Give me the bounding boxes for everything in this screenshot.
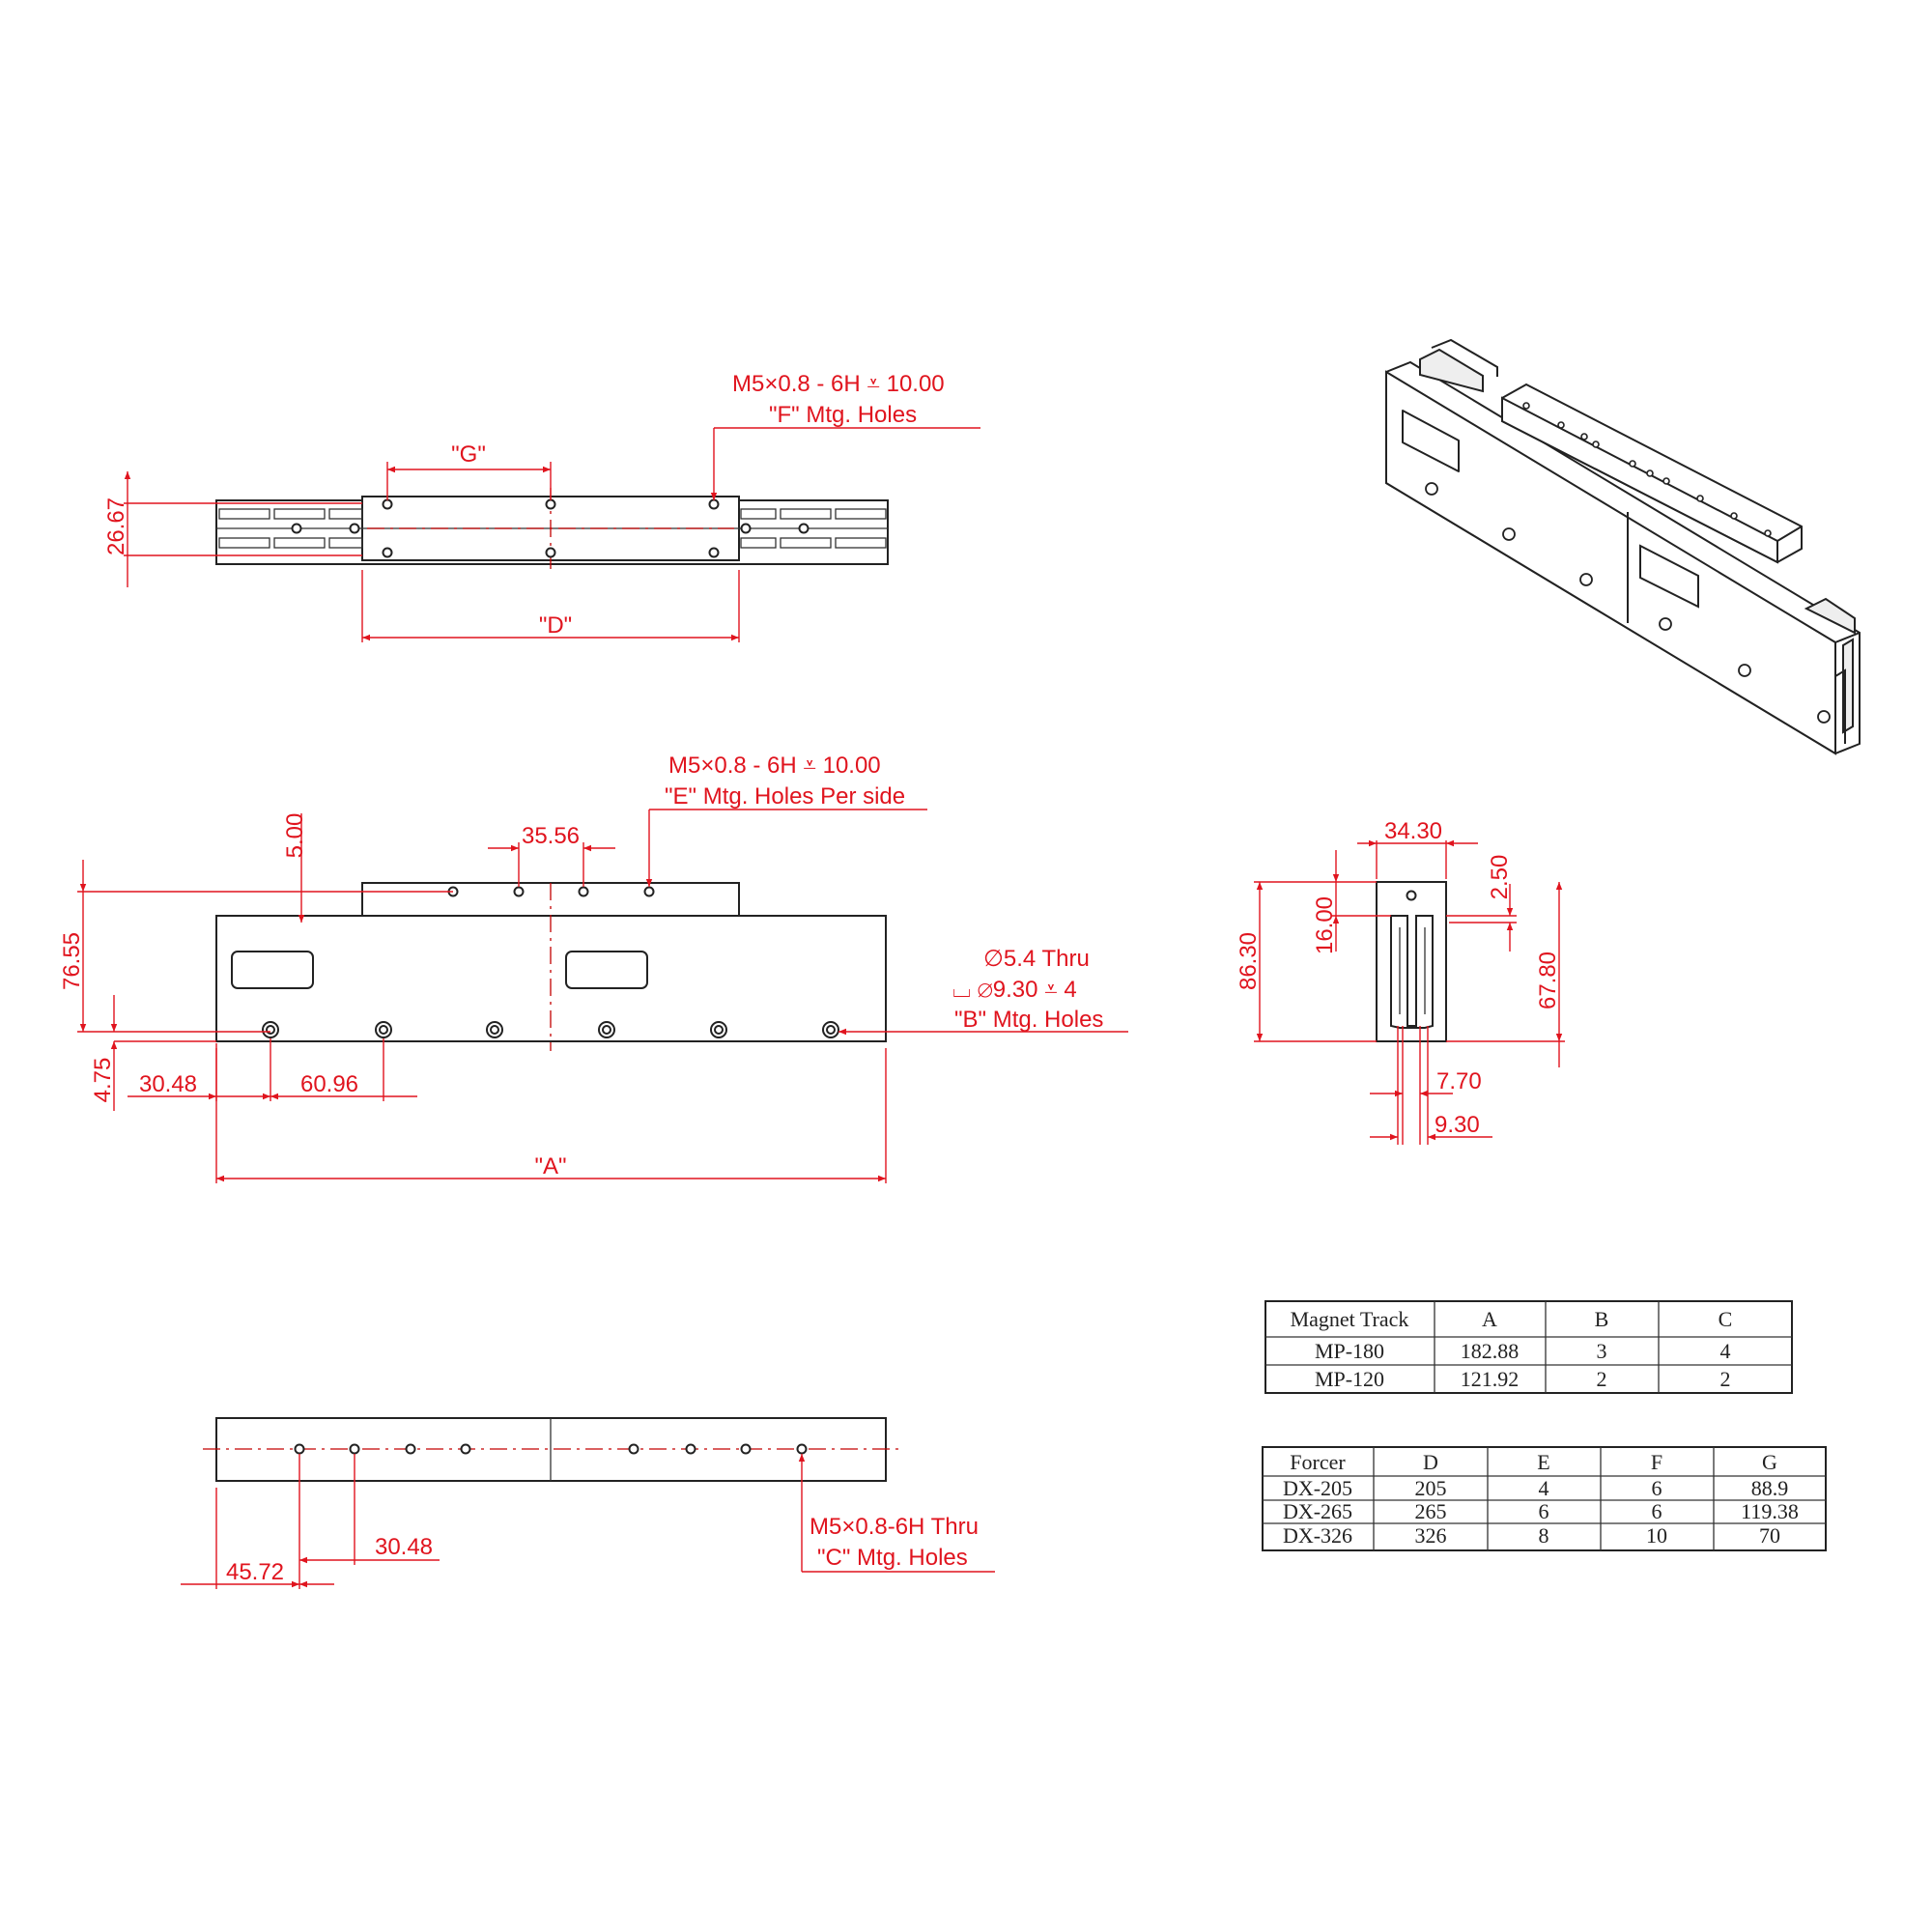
side-view: 5.00 35.56 76.55 4.75 30.48 60.96 "A" <box>59 753 1128 1183</box>
dim-45-72: 45.72 <box>226 1559 284 1585</box>
forcer-table-cell: 6 <box>1539 1499 1549 1523</box>
c-note-line2: "C" Mtg. Holes <box>817 1545 968 1571</box>
isometric-view <box>1385 338 1861 755</box>
magnet-table-cell: 3 <box>1597 1339 1607 1363</box>
dim-d: "D" <box>539 612 572 639</box>
mounting-holes-c <box>294 1443 808 1455</box>
mounting-holes-f <box>291 498 810 558</box>
label-plate-left <box>231 951 314 989</box>
dim-9-30: 9.30 <box>1435 1112 1480 1138</box>
dim-76-55: 76.55 <box>59 932 85 990</box>
forcer-table-cell: 4 <box>1539 1476 1549 1500</box>
dim-35-56: 35.56 <box>522 823 580 849</box>
forcer-table-cell: 205 <box>1415 1476 1447 1500</box>
top-view: 26.67 "G" "D" M5×0.8 - 6H ⩡ 10.00 "F" Mt… <box>103 371 980 642</box>
forcer-table-header-cell: Forcer <box>1290 1450 1346 1474</box>
b-note-line1: ∅5.4 Thru <box>983 946 1090 972</box>
bottom-view: 45.72 30.48 M5×0.8-6H Thru "C" Mtg. Hole… <box>181 1417 995 1589</box>
forcer-table-cell: 119.38 <box>1741 1499 1799 1523</box>
dim-26-67: 26.67 <box>103 497 129 555</box>
magnet-table-cell: MP-180 <box>1315 1339 1384 1363</box>
magnet-table-cell: 4 <box>1720 1339 1731 1363</box>
forcer-table-cell: DX-205 <box>1283 1476 1352 1500</box>
f-note-line2: "F" Mtg. Holes <box>769 402 917 428</box>
forcer-table-cell: 6 <box>1652 1476 1662 1500</box>
e-note-line2: "E" Mtg. Holes Per side <box>665 783 905 810</box>
counterbore-holes-b <box>262 1021 839 1038</box>
e-note-line1: M5×0.8 - 6H ⩡ 10.00 <box>668 753 881 779</box>
forcer-table-header-cell: G <box>1762 1450 1777 1474</box>
b-note-line2: ⌴ ∅9.30 ⩡ 4 <box>952 977 1077 1003</box>
dim-34-30: 34.30 <box>1384 818 1442 844</box>
forcer-table-cell: DX-326 <box>1283 1523 1352 1548</box>
forcer-table-header-cell: F <box>1651 1450 1662 1474</box>
dim-4-75: 4.75 <box>90 1058 116 1103</box>
forcer-table-cell: 265 <box>1415 1499 1447 1523</box>
forcer-table-cell: 8 <box>1539 1523 1549 1548</box>
dim-67-80: 67.80 <box>1535 952 1561 1009</box>
forcer-table-cell: 6 <box>1652 1499 1662 1523</box>
dim-g: "G" <box>451 441 486 468</box>
dim-5-00: 5.00 <box>282 813 308 859</box>
forcer-table-cell: 70 <box>1759 1523 1780 1548</box>
dim-7-70: 7.70 <box>1436 1068 1482 1094</box>
dim-30-48-side: 30.48 <box>139 1071 197 1097</box>
forcer-table-cell: 326 <box>1415 1523 1447 1548</box>
forcer-table-header-cell: E <box>1537 1450 1549 1474</box>
magnet-table-header-cell: C <box>1719 1307 1733 1331</box>
dim-2-50: 2.50 <box>1487 855 1513 900</box>
magnet-table-header-cell: B <box>1595 1307 1609 1331</box>
dim-16-00: 16.00 <box>1312 896 1338 954</box>
magnets-right-top <box>740 508 887 549</box>
magnet-table-cell: 121.92 <box>1461 1367 1520 1391</box>
magnet-track-table: Magnet Track A B C MP-180 182.88 3 4MP-120 121.9… <box>1264 1300 1793 1394</box>
magnet-table-cell: 2 <box>1597 1367 1607 1391</box>
end-slot <box>1390 915 1434 1029</box>
forcer-table-cell: 88.9 <box>1751 1476 1789 1500</box>
b-note-line3: "B" Mtg. Holes <box>954 1007 1103 1033</box>
magnet-table-header-cell: A <box>1482 1307 1497 1331</box>
dim-60-96: 60.96 <box>300 1071 358 1097</box>
magnets-left-top <box>218 508 363 549</box>
dim-30-48-bottom: 30.48 <box>375 1534 433 1560</box>
forcer-table-cell: DX-265 <box>1283 1499 1352 1523</box>
label-plate-right <box>565 951 648 989</box>
end-view: 34.30 86.30 16.00 2.50 67.80 7.70 9. <box>1236 818 1565 1145</box>
end-outline <box>1376 881 1447 1042</box>
dim-86-30: 86.30 <box>1236 932 1262 990</box>
f-note-line1: M5×0.8 - 6H ⩡ 10.00 <box>732 371 945 397</box>
magnet-table-cell: MP-120 <box>1315 1367 1384 1391</box>
c-note-line1: M5×0.8-6H Thru <box>810 1514 979 1540</box>
forcer-table-cell: 10 <box>1646 1523 1667 1548</box>
forcer-table-header-cell: D <box>1423 1450 1438 1474</box>
magnet-table-header-cell: Magnet Track <box>1291 1307 1409 1331</box>
magnet-table-cell: 2 <box>1720 1367 1731 1391</box>
dim-a: "A" <box>534 1153 566 1179</box>
magnet-table-cell: 182.88 <box>1461 1339 1520 1363</box>
